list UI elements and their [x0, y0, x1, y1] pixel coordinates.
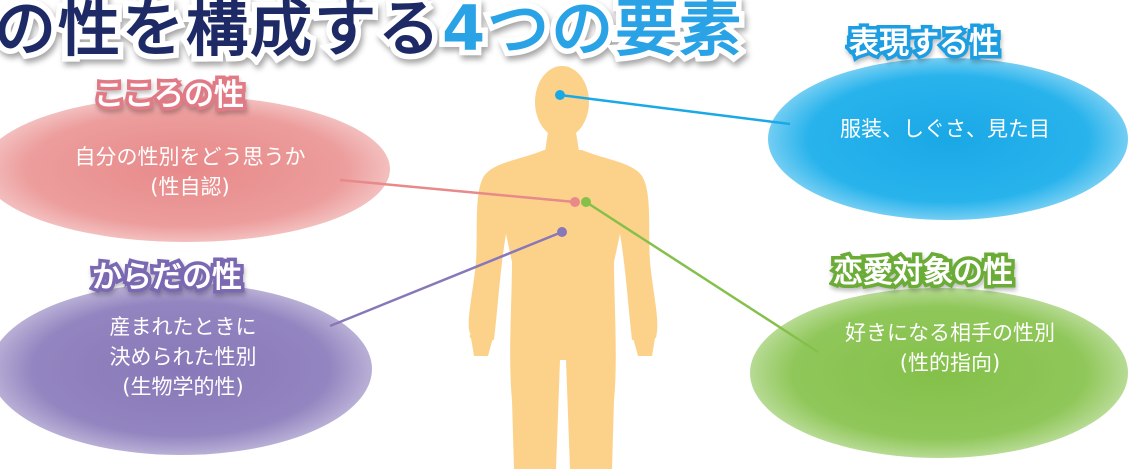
- renai-dot: [581, 197, 591, 207]
- karada-line-3: (生物学的性): [28, 372, 338, 402]
- hyogen-connector-line: [560, 95, 790, 124]
- title-part-2: 4つの要素: [442, 0, 743, 65]
- kokoro-description: 自分の性別をどう思うか (性自認): [10, 142, 370, 202]
- karada-line-2: 決められた性別: [28, 342, 338, 372]
- title-part-1: の性を構成する: [0, 0, 442, 65]
- karada-heading: からだの性: [92, 252, 242, 296]
- hyogen-dot: [555, 90, 565, 100]
- renai-line-1: 好きになる相手の性別: [790, 318, 1110, 348]
- hyogen-heading: 表現する性: [849, 18, 999, 62]
- kokoro-dot: [570, 197, 580, 207]
- kokoro-line-2: (性自認): [10, 172, 370, 202]
- kokoro-heading: こころの性: [94, 70, 244, 114]
- renai-connector-line: [586, 202, 818, 352]
- page-title: の性を構成する4つの要素: [0, 0, 743, 68]
- kokoro-line-1: 自分の性別をどう思うか: [10, 142, 370, 172]
- hyogen-description: 服装、しぐさ、見た目: [790, 114, 1100, 144]
- hyogen-line-1: 服装、しぐさ、見た目: [790, 114, 1100, 144]
- renai-description: 好きになる相手の性別 (性的指向): [790, 318, 1110, 378]
- renai-heading: 恋愛対象の性: [833, 247, 1013, 291]
- hand-left: [462, 314, 470, 346]
- body-silhouette: [469, 66, 658, 469]
- karada-dot: [557, 227, 567, 237]
- renai-line-2: (性的指向): [790, 348, 1110, 378]
- karada-line-1: 産まれたときに: [28, 312, 338, 342]
- karada-description: 産まれたときに 決められた性別 (生物学的性): [28, 312, 338, 402]
